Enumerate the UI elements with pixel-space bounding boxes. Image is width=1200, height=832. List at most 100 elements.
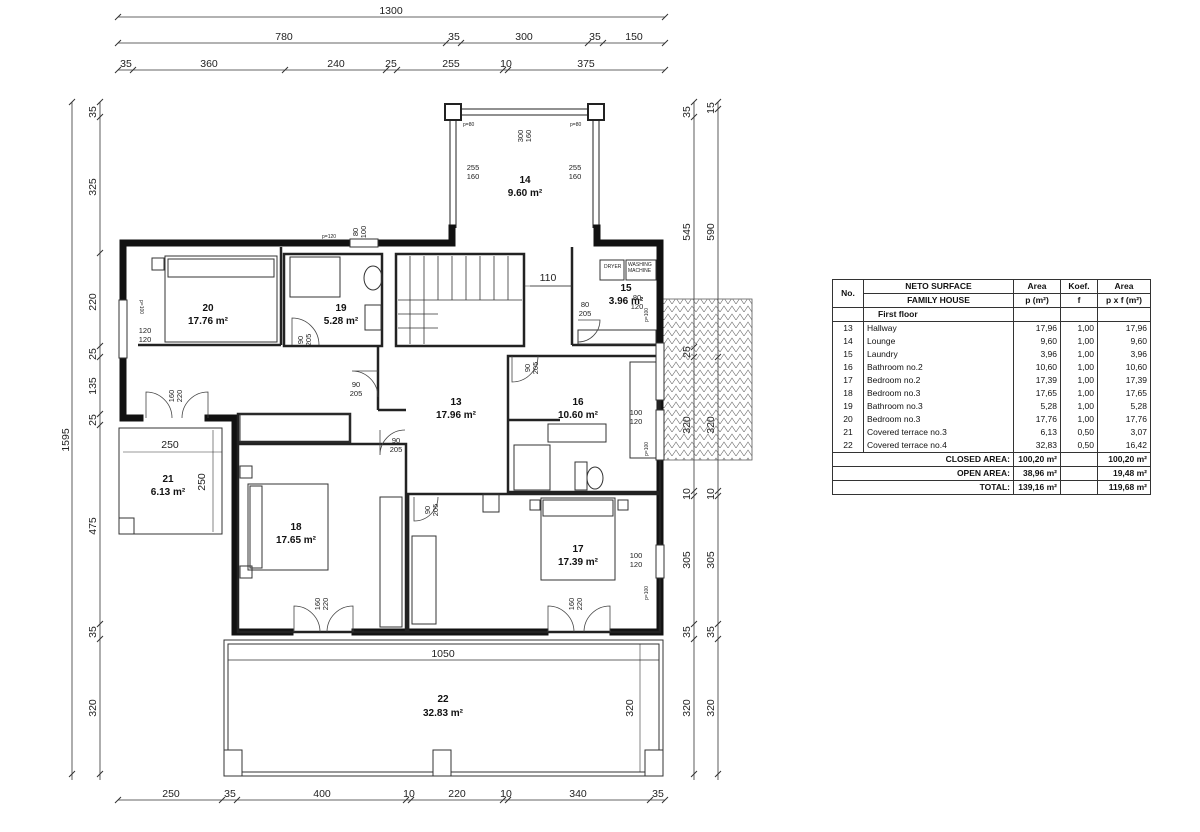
dim-label: 35	[589, 31, 601, 43]
dim-label: 250	[196, 473, 208, 491]
table-section-label: First floor	[863, 307, 1014, 322]
dim-label: 35	[681, 106, 693, 118]
row-koef: 1,00	[1060, 348, 1098, 361]
row-area: 17,76	[1013, 413, 1061, 426]
interior-dimensions: 1050 110 250 250 320	[123, 272, 659, 772]
row-area: 32,83	[1013, 439, 1061, 453]
dim-label: 10	[681, 488, 693, 500]
dim-label: 320	[681, 699, 693, 717]
row-no: 22	[832, 439, 864, 453]
row-area: 6,13	[1013, 426, 1061, 439]
room-18-area: 17.65 m²	[276, 535, 317, 546]
opening-label: 160	[167, 390, 176, 403]
dim-label: 300	[515, 31, 533, 43]
dim-label: 35	[87, 626, 99, 638]
opening-label: 205	[531, 362, 540, 375]
table-row-closed: CLOSED AREA: 100,20 m² 100,20 m²	[832, 452, 1151, 467]
opening-label: 220	[575, 598, 584, 611]
table-section-spacer	[1013, 307, 1061, 322]
row-area: 17,39	[1013, 374, 1061, 387]
dimension-ticks	[68, 13, 722, 804]
row-koef: 1,00	[1060, 413, 1098, 426]
room-16-number: 16	[572, 397, 584, 408]
opening-annotations: 300 160 255 160 255 160 p=80 p=80 p=120 …	[138, 122, 652, 610]
row-koef: 0,50	[1060, 439, 1098, 453]
dim-label: 220	[448, 788, 466, 800]
dimension-lines	[71, 16, 719, 801]
dim-label: 320	[705, 699, 717, 717]
row-koef: 1,00	[1060, 335, 1098, 348]
dim-label: 240	[327, 58, 345, 70]
table-row-open: OPEN AREA: 38,96 m² 19,48 m²	[832, 466, 1151, 481]
area-table: No. NETO SURFACE Area Koef. Area FAMILY …	[832, 279, 1151, 495]
row-area: 3,96	[1013, 348, 1061, 361]
row-name: Covered terrace no.4	[863, 439, 1014, 453]
table-header-title: NETO SURFACE	[863, 279, 1014, 294]
dim-label: 35	[120, 58, 132, 70]
table-section-spacer	[832, 307, 864, 322]
dim-label: 780	[275, 31, 293, 43]
opening-label: 220	[321, 598, 330, 611]
opening-label: 160	[467, 172, 480, 181]
dim-label: 25	[385, 58, 397, 70]
dim-label: 1050	[431, 648, 455, 660]
table-section-spacer	[1060, 307, 1098, 322]
room-20-area: 17.76 m²	[188, 316, 229, 327]
dim-label: 35	[681, 626, 693, 638]
room-18-number: 18	[290, 522, 302, 533]
dim-label: 10	[500, 788, 512, 800]
opening-label: 90	[523, 364, 532, 372]
dim-label: 255	[442, 58, 460, 70]
room-13-area: 17.96 m²	[436, 410, 477, 421]
opening-label: 160	[567, 598, 576, 611]
dim-left-parts: 35 325 220 25 135 25 475 35 320	[87, 106, 99, 717]
table-header-p: p (m²)	[1013, 293, 1061, 308]
row-weighted-area: 3,96	[1097, 348, 1151, 361]
floor-plan-drawing: 1300 780 35 300 35 150 35 360 240 25 255…	[60, 5, 753, 804]
opening-label: 90	[392, 436, 400, 445]
table-row-total: TOTAL: 139,16 m² 119,68 m²	[832, 480, 1151, 495]
opening-label: 80	[351, 228, 360, 236]
total-label: TOTAL:	[832, 480, 1014, 495]
opening-label: 120	[139, 335, 152, 344]
room-21-number: 21	[162, 474, 174, 485]
room-15-number: 15	[620, 283, 632, 294]
opening-label: 205	[304, 334, 313, 347]
opening-label: 255	[569, 163, 582, 172]
opening-label: 160	[524, 130, 533, 143]
dim-label: 250	[161, 439, 179, 451]
closed-area-p: 100,20 m²	[1013, 452, 1061, 467]
dim-label: 320	[624, 699, 636, 717]
row-weighted-area: 17,96	[1097, 321, 1151, 335]
opening-label: 120	[631, 302, 644, 311]
row-name: Bedroom no.3	[863, 413, 1014, 426]
opening-label: 120	[630, 560, 643, 569]
row-weighted-area: 16,42	[1097, 439, 1151, 453]
opening-label: 120	[139, 326, 152, 335]
table-header-area2: Area	[1097, 279, 1151, 294]
row-weighted-area: 17,65	[1097, 387, 1151, 400]
row-weighted-area: 17,39	[1097, 374, 1151, 387]
open-area-pf: 19,48 m²	[1097, 466, 1151, 481]
open-area-p: 38,96 m²	[1013, 466, 1061, 481]
dim-label: 590	[705, 223, 717, 241]
room-labels: 14 9.60 m² 20 17.76 m² 19 5.28 m² 15 3.9…	[151, 175, 644, 719]
row-name: Lounge	[863, 335, 1014, 348]
total-p: 139,16 m²	[1013, 480, 1061, 495]
opening-label: 90	[423, 506, 432, 514]
opening-label: 255	[467, 163, 480, 172]
row-no: 19	[832, 400, 864, 413]
row-name: Bathroom no.3	[863, 400, 1014, 413]
table-header-area: Area	[1013, 279, 1061, 294]
dim-label: 25	[87, 414, 99, 426]
table-header-subtitle: FAMILY HOUSE	[863, 293, 1014, 308]
room-17-number: 17	[572, 544, 584, 555]
